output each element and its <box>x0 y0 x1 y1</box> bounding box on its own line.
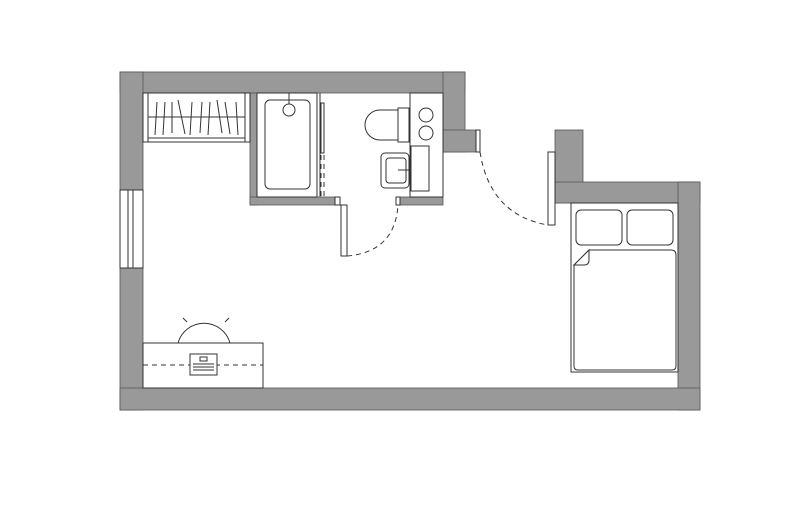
door-leaf <box>547 151 556 226</box>
duvet-fold <box>572 248 590 266</box>
walls <box>119 71 701 411</box>
bathroom-door[interactable] <box>334 196 401 257</box>
duvet <box>573 249 677 371</box>
bathtub <box>256 92 325 198</box>
bathroom-wall-bottom-left <box>249 196 336 206</box>
pillow <box>575 209 623 246</box>
wall-bottom <box>119 387 701 411</box>
flush-button-icon <box>418 107 434 123</box>
chair-armrest <box>182 317 188 323</box>
drain-icon <box>282 103 296 117</box>
door-jamb <box>334 196 341 206</box>
double-bed <box>570 202 679 373</box>
desk <box>142 317 264 389</box>
wall-entrance-stub <box>442 129 477 153</box>
bathroom-wall-bottom-right <box>399 196 444 206</box>
door-swing-arc <box>479 151 549 226</box>
laptop-icon <box>189 353 218 376</box>
entrance-door[interactable] <box>475 129 556 226</box>
flush-button-icon <box>418 125 434 141</box>
wall-right <box>677 181 701 411</box>
door-swing-arc <box>346 204 399 257</box>
shower-screen <box>320 102 325 154</box>
door-leaf <box>340 204 348 257</box>
door-jamb <box>475 129 481 153</box>
door-jamb <box>395 196 401 206</box>
chair-armrest <box>224 317 230 323</box>
pillow <box>626 209 674 246</box>
wall-top <box>119 71 466 94</box>
chair <box>177 322 231 344</box>
sink <box>380 145 430 192</box>
wardrobe <box>142 92 251 143</box>
wall-left-upper <box>119 71 144 191</box>
window <box>119 189 144 269</box>
bathroom-wall-left <box>249 92 258 206</box>
